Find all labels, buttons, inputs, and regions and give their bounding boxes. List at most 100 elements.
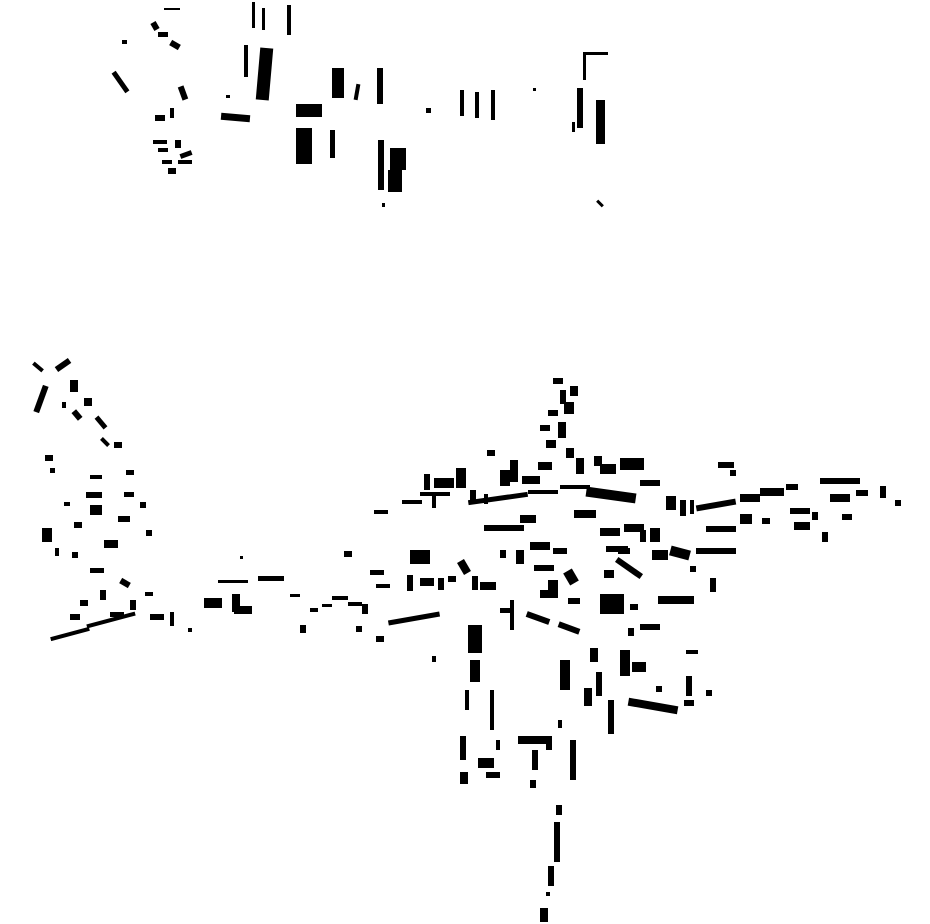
- building-footprint: [585, 486, 637, 504]
- building-footprint: [710, 578, 716, 592]
- building-footprint: [690, 566, 696, 572]
- building-footprint: [584, 52, 608, 55]
- building-footprint: [564, 402, 574, 414]
- building-footprint: [627, 697, 679, 715]
- building-footprint: [740, 494, 760, 502]
- building-footprint: [145, 592, 153, 596]
- building-footprint: [577, 88, 583, 128]
- building-footprint: [170, 612, 174, 626]
- building-footprint: [465, 690, 469, 710]
- building-footprint: [608, 700, 614, 734]
- building-footprint: [390, 148, 406, 170]
- building-footprint: [640, 480, 660, 486]
- building-footprint: [570, 386, 578, 396]
- building-footprint: [558, 422, 566, 438]
- building-footprint: [538, 462, 552, 470]
- building-footprint: [177, 85, 189, 101]
- building-footprint: [71, 409, 83, 421]
- building-footprint: [124, 492, 134, 497]
- building-footprint: [42, 528, 52, 542]
- building-footprint: [518, 736, 552, 744]
- building-footprint: [126, 470, 134, 475]
- building-footprint: [33, 384, 49, 414]
- building-footprint: [378, 140, 384, 190]
- building-footprint: [240, 556, 243, 559]
- building-footprint: [150, 21, 160, 31]
- building-footprint: [262, 8, 265, 30]
- building-footprint: [557, 621, 581, 635]
- building-footprint: [480, 582, 496, 590]
- building-footprint: [86, 611, 136, 629]
- building-footprint: [528, 490, 558, 494]
- building-footprint: [596, 100, 605, 144]
- building-footprint: [90, 568, 104, 573]
- building-footprint: [812, 512, 818, 520]
- building-footprint: [842, 514, 852, 520]
- building-footprint: [572, 122, 575, 132]
- building-footprint: [600, 464, 616, 474]
- building-footprint: [500, 608, 514, 613]
- building-footprint: [590, 648, 598, 662]
- building-footprint: [680, 500, 686, 516]
- building-footprint: [600, 594, 624, 614]
- building-footprint: [169, 39, 181, 51]
- building-footprint: [344, 551, 352, 557]
- building-footprint: [554, 822, 560, 862]
- building-footprint: [546, 892, 550, 896]
- building-footprint: [377, 68, 383, 104]
- building-footprint: [546, 740, 552, 750]
- building-footprint: [234, 606, 252, 614]
- building-footprint: [460, 736, 466, 760]
- building-footprint: [424, 474, 430, 490]
- southern-town-building-footprints: [32, 357, 901, 922]
- building-footprint: [563, 568, 579, 586]
- building-footprint: [153, 140, 167, 144]
- building-footprint: [150, 614, 164, 620]
- building-footprint: [475, 92, 479, 118]
- building-footprint: [560, 390, 566, 404]
- building-footprint: [111, 70, 130, 94]
- building-footprint: [490, 690, 494, 730]
- building-footprint: [600, 528, 620, 536]
- building-footprint: [179, 150, 193, 159]
- building-footprint: [618, 548, 630, 554]
- building-footprint: [658, 596, 694, 604]
- building-footprint: [353, 83, 361, 101]
- building-footprint: [510, 600, 514, 630]
- building-footprint: [376, 636, 384, 642]
- building-footprint: [114, 442, 122, 448]
- building-footprint: [387, 611, 441, 626]
- building-footprint: [516, 550, 524, 564]
- building-footprint: [690, 500, 694, 514]
- building-footprint: [84, 398, 92, 406]
- building-footprint: [90, 475, 102, 479]
- building-footprint: [534, 565, 554, 571]
- building-footprint: [54, 357, 72, 373]
- building-footprint: [548, 866, 554, 886]
- building-footprint: [118, 516, 130, 522]
- building-footprint: [170, 108, 174, 118]
- building-footprint: [696, 548, 736, 554]
- building-footprint: [596, 199, 604, 208]
- building-footprint: [420, 492, 450, 496]
- building-footprint: [584, 688, 592, 706]
- building-footprint: [64, 502, 70, 506]
- building-footprint: [382, 203, 385, 207]
- building-footprint: [620, 458, 644, 470]
- building-footprint: [486, 772, 500, 778]
- building-footprint: [491, 90, 495, 120]
- building-footprint: [640, 624, 660, 630]
- building-footprint: [32, 361, 44, 373]
- building-footprint: [606, 546, 628, 552]
- building-footprint: [55, 548, 59, 556]
- building-footprint: [310, 608, 318, 612]
- building-footprint: [457, 558, 471, 576]
- building-footprint: [162, 160, 172, 164]
- building-footprint: [460, 772, 468, 784]
- building-footprint: [158, 148, 168, 152]
- building-footprint: [296, 104, 322, 117]
- building-footprint: [374, 510, 388, 514]
- building-footprint: [290, 594, 300, 597]
- building-footprint: [530, 542, 550, 550]
- building-footprint: [760, 488, 784, 496]
